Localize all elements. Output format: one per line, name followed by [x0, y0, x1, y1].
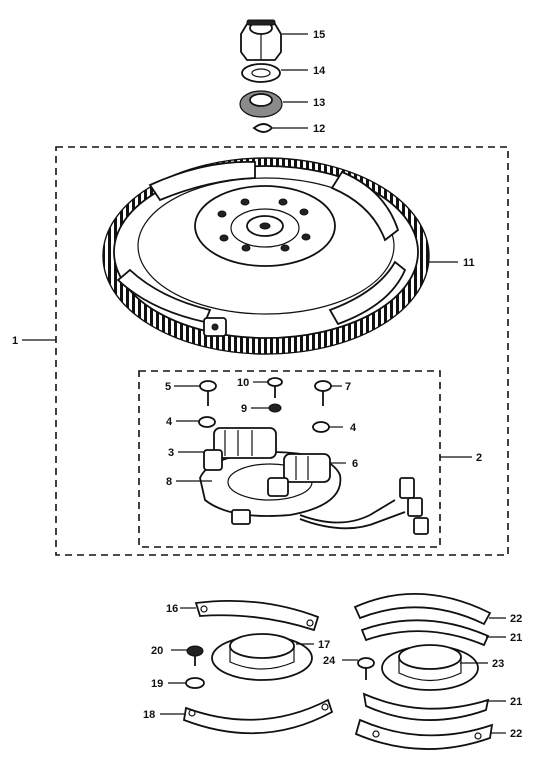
ring-17-part: [211, 633, 313, 681]
spacer-21-upper-part: [360, 619, 490, 647]
pulser-coil-part: [267, 453, 331, 497]
callout-15: 15: [313, 29, 325, 41]
lock-washer-part: [241, 63, 281, 83]
callout-4-left: 4: [166, 416, 173, 428]
callout-10: 10: [237, 377, 249, 389]
callout-5: 5: [165, 381, 171, 393]
bracket-16-part: [194, 599, 320, 632]
ring-23-part: [381, 644, 479, 691]
callout-23: 23: [492, 658, 504, 670]
washer-4-left-part: [198, 416, 216, 428]
screw-7-part: [314, 380, 332, 406]
callout-21-lower: 21: [510, 696, 522, 708]
callout-22-lower: 22: [510, 728, 522, 740]
magnet-22-lower-part: [354, 718, 494, 750]
callout-3: 3: [168, 447, 174, 459]
callout-20: 20: [151, 645, 163, 657]
callout-17: 17: [318, 639, 330, 651]
leader-lines: [22, 33, 506, 734]
callout-16: 16: [166, 603, 178, 615]
washer-9-part: [268, 403, 282, 413]
screw-24-part: [357, 657, 375, 680]
charge-coil-part: [203, 427, 277, 471]
screw-5-part: [199, 380, 217, 406]
callout-19: 19: [151, 678, 163, 690]
washer-19-part: [185, 677, 205, 689]
callout-9: 9: [241, 403, 247, 415]
callout-2: 2: [476, 452, 482, 464]
callout-8: 8: [166, 476, 172, 488]
callout-22-upper: 22: [510, 613, 522, 625]
nut-part: [240, 19, 282, 61]
callout-13: 13: [313, 97, 325, 109]
callout-21-upper: 21: [510, 632, 522, 644]
callout-7: 7: [345, 381, 351, 393]
washer-4-right-part: [312, 421, 330, 433]
screw-20-part: [186, 645, 204, 666]
bracket-18-part: [182, 698, 334, 735]
spacer-21-lower-part: [362, 692, 490, 721]
callout-11: 11: [463, 257, 475, 269]
assembly-boundary: [55, 146, 509, 556]
washer-part: [239, 90, 283, 118]
callout-14: 14: [313, 65, 326, 77]
callout-12: 12: [313, 123, 325, 135]
key-part: [252, 123, 274, 133]
stator-assembly-boundary: [138, 370, 441, 548]
callout-6: 6: [352, 458, 358, 470]
callout-1: 1: [12, 335, 18, 347]
callout-4-right: 4: [350, 422, 357, 434]
wire-harness-part: [299, 477, 429, 535]
screw-10-part: [267, 377, 283, 398]
flywheel-part: [102, 157, 430, 355]
callout-24: 24: [323, 655, 336, 667]
callout-18: 18: [143, 709, 155, 721]
callout-labels: 15 14 13 12 11 1 2 5 10 7 9 4 4 3 6 8 16…: [12, 29, 522, 740]
magnet-22-upper-part: [353, 592, 492, 626]
